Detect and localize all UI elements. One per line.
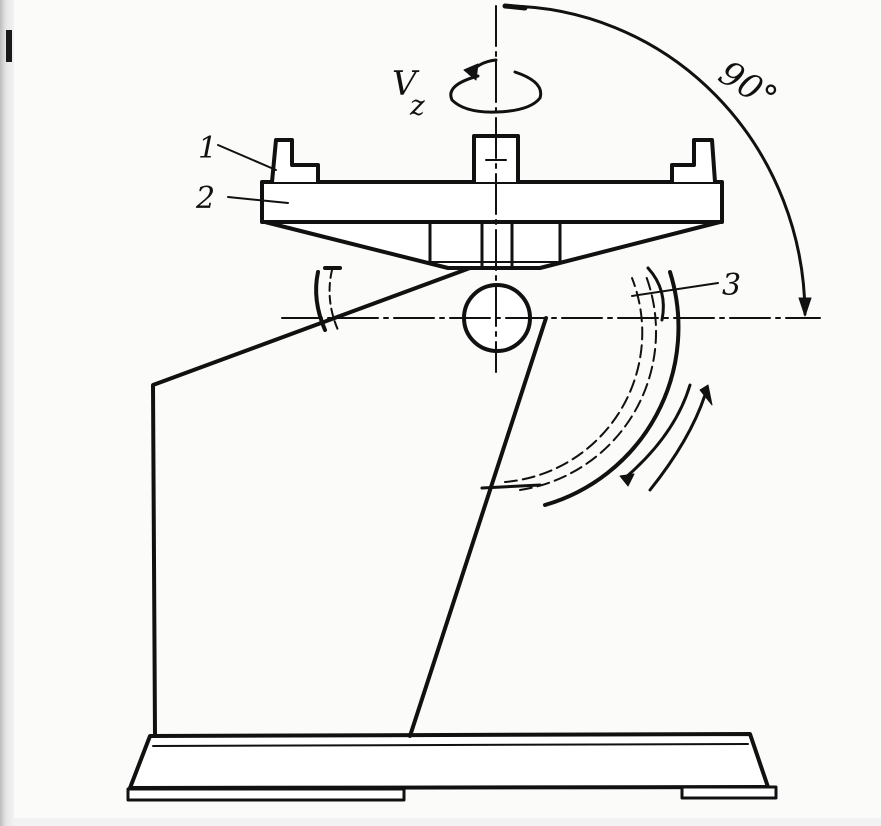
axis-label: V [392,64,420,104]
label-part-2: 2 [195,181,215,216]
guide-arc [480,266,681,507]
edge-mark [6,30,12,62]
leader-lines [217,144,719,297]
stand-body [151,266,548,738]
angle-label: 90° [712,53,784,119]
label-part-1: 1 [198,131,217,166]
label-part-3: 3 [722,268,741,303]
faceplate [260,180,724,224]
base-plate [126,732,778,802]
drawing-sheet [14,0,881,818]
tilt-double-arrow [619,383,713,492]
clamps [270,134,717,184]
tilt-angle-arc [502,3,812,317]
rotation-icon [449,58,543,114]
axis-subscript: z [409,89,425,122]
left-bracket [314,266,342,332]
table-hub [263,220,722,270]
